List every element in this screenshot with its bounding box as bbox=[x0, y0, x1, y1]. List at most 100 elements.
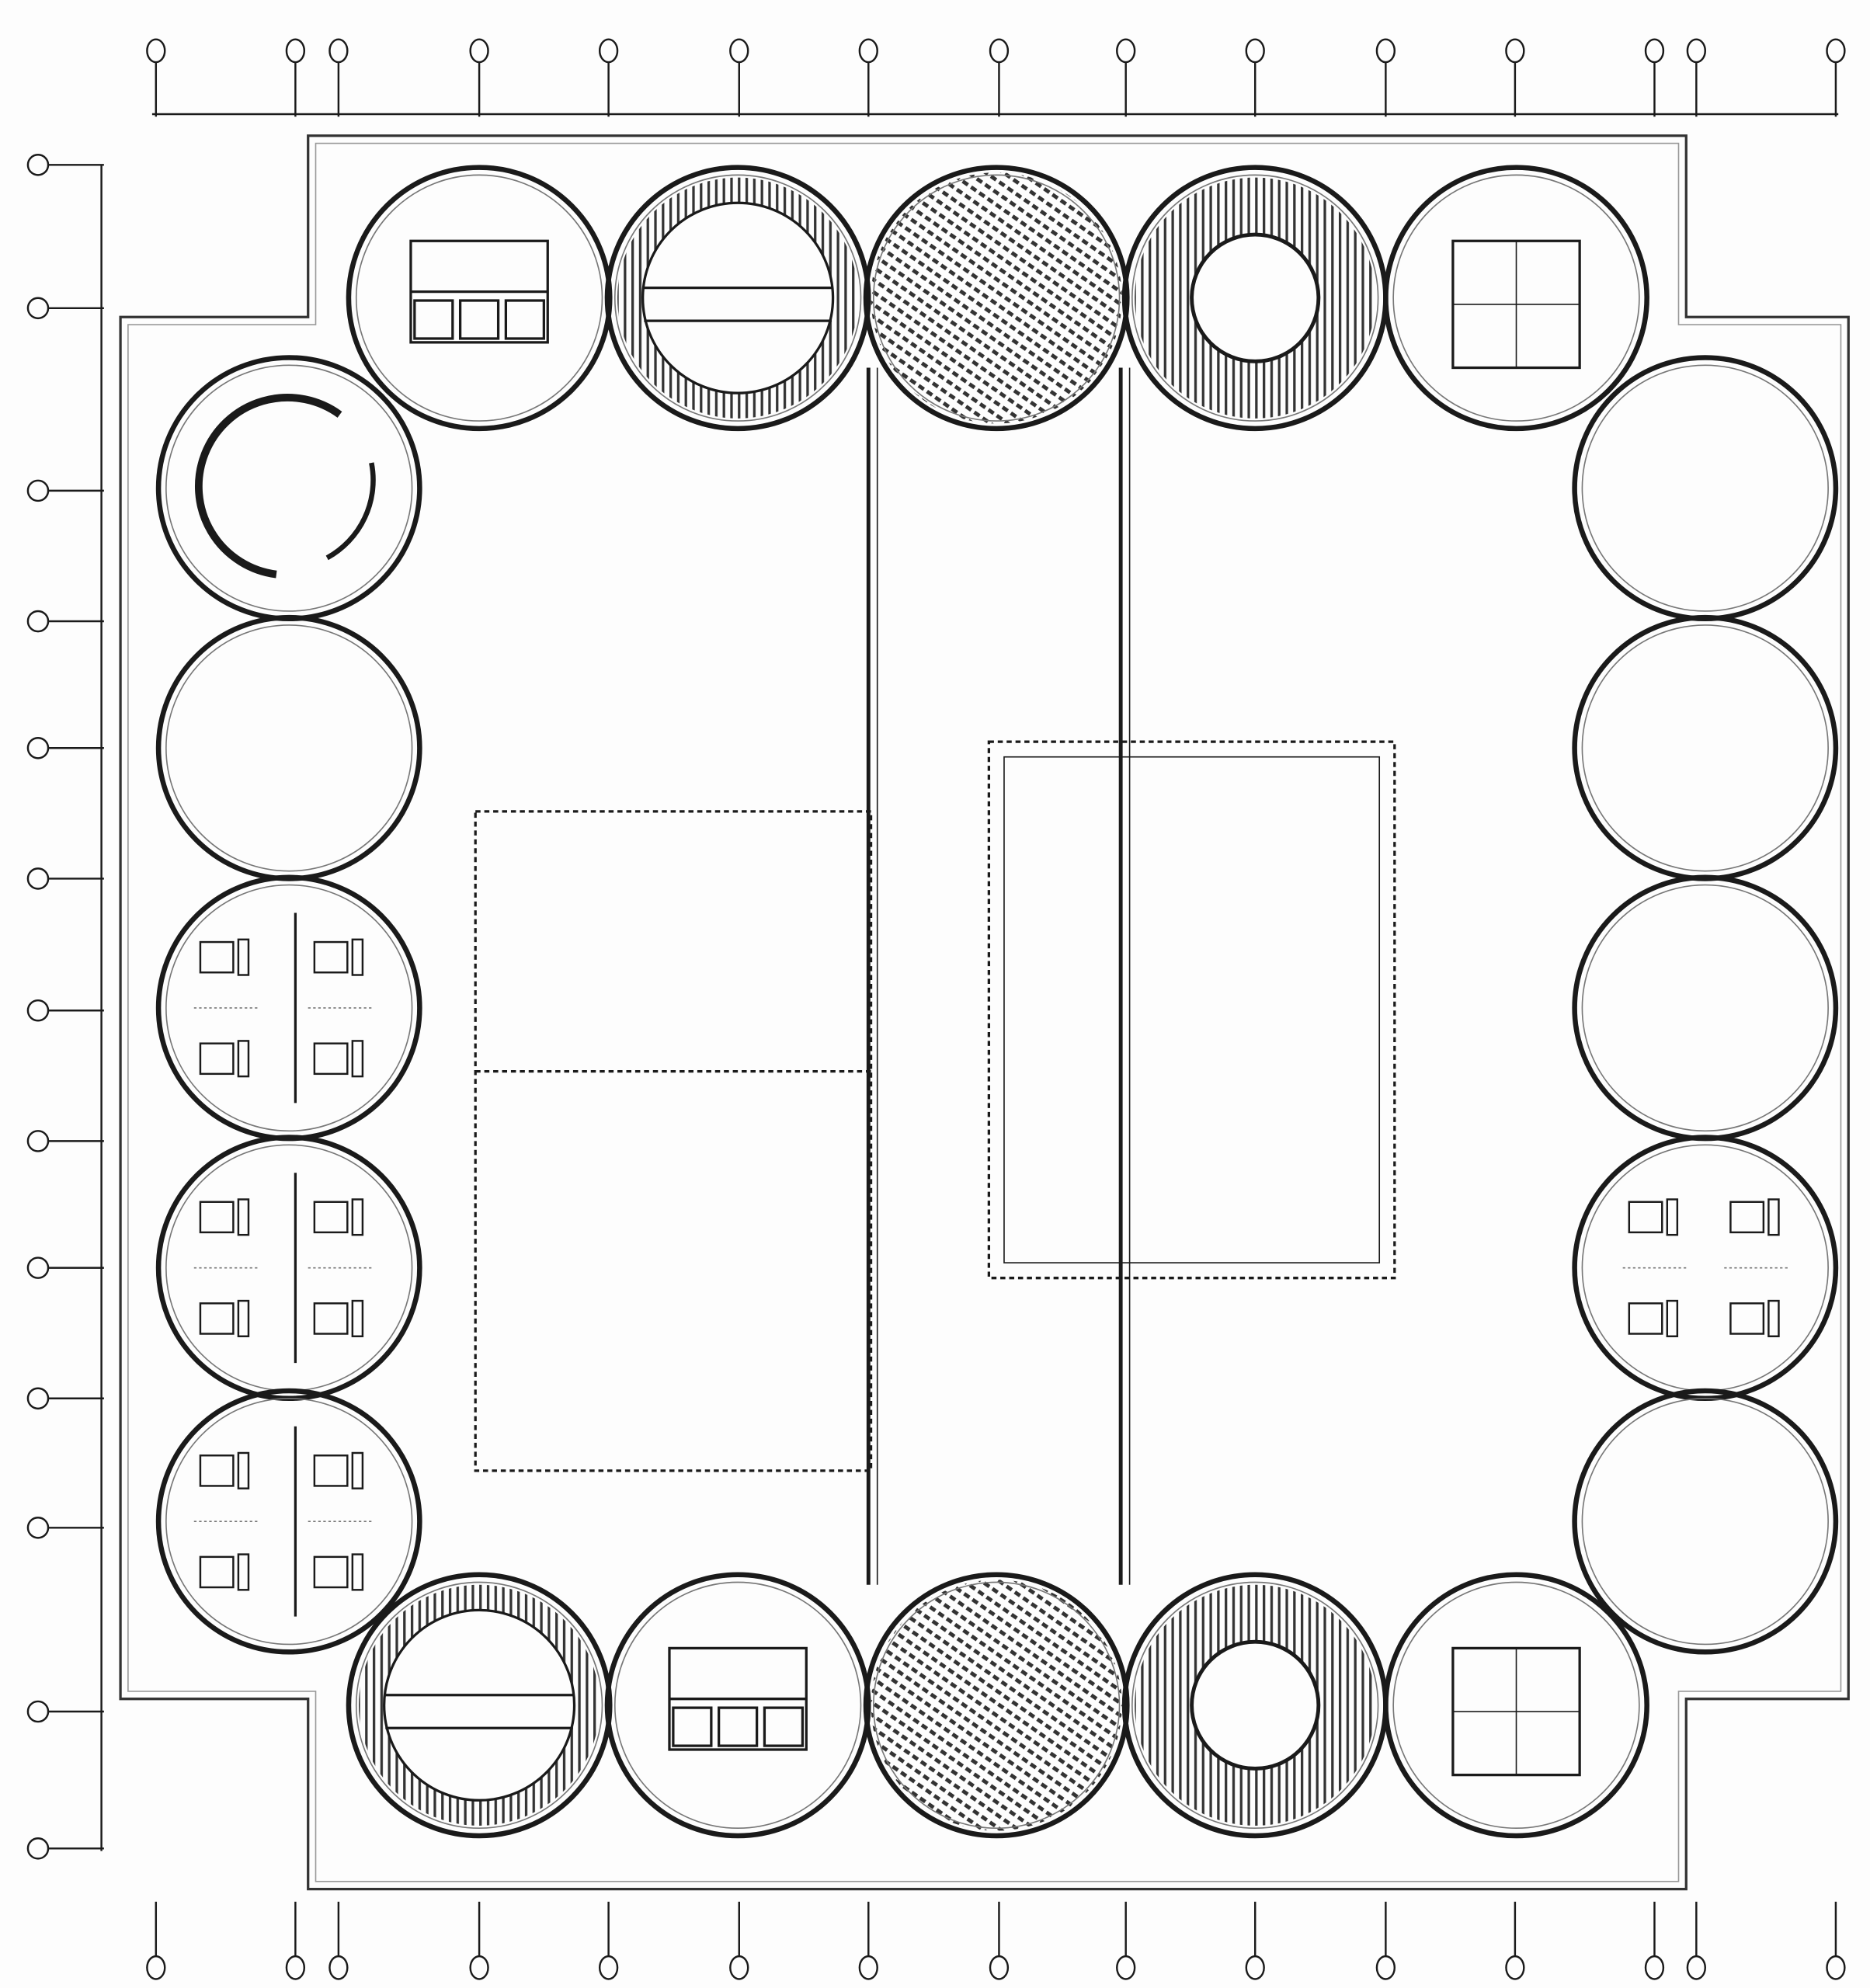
court-left bbox=[474, 810, 873, 1472]
pod-wall-inner bbox=[1392, 174, 1640, 422]
pod-room bbox=[1383, 165, 1649, 432]
grid-bubble-left bbox=[26, 867, 50, 890]
cabinet bbox=[504, 299, 545, 340]
stair-core bbox=[1190, 232, 1321, 363]
chair bbox=[351, 938, 364, 976]
pod-wall-inner bbox=[1581, 1144, 1829, 1392]
pod-wall bbox=[1572, 1388, 1839, 1655]
pod-wall-inner bbox=[355, 1581, 603, 1830]
grid-bubble-left bbox=[26, 610, 50, 633]
chair bbox=[351, 1451, 364, 1489]
pod-wall-inner bbox=[355, 174, 603, 422]
grid-bubble-top bbox=[1686, 38, 1706, 64]
grid-bubble-top bbox=[1644, 38, 1665, 64]
pod-wall-inner bbox=[613, 1581, 862, 1830]
grid-bubble-top bbox=[146, 38, 166, 64]
pod-wall bbox=[1383, 1572, 1649, 1839]
grid-bubble-left bbox=[26, 1256, 50, 1279]
grid-bubble-left bbox=[26, 154, 50, 176]
cabinet bbox=[718, 1706, 759, 1747]
grid-bubble-top bbox=[1375, 38, 1396, 64]
chair bbox=[237, 1299, 250, 1338]
chair bbox=[237, 938, 250, 976]
chair bbox=[237, 1451, 250, 1489]
grid-bubble-bottom bbox=[729, 1955, 749, 1980]
pod-wall bbox=[155, 1388, 422, 1655]
pod-wall bbox=[155, 874, 422, 1142]
table bbox=[313, 1042, 349, 1076]
pod-wall-inner bbox=[613, 174, 862, 422]
table bbox=[199, 1042, 235, 1076]
grid-bubble-bottom bbox=[1826, 1955, 1846, 1980]
grid-bubble-left bbox=[26, 1837, 50, 1860]
pod-wall bbox=[1572, 1135, 1839, 1402]
grid-bubble-left bbox=[26, 1700, 50, 1723]
pod-room bbox=[1383, 1572, 1649, 1839]
pod-hatch bbox=[863, 165, 1130, 432]
pod-plain bbox=[1572, 614, 1839, 881]
grid-bubble-bottom bbox=[1245, 1955, 1265, 1980]
pod-wall bbox=[346, 165, 613, 432]
chair bbox=[351, 1040, 364, 1078]
pod-wall-inner bbox=[1392, 1581, 1640, 1830]
pod-tables bbox=[155, 874, 422, 1142]
grid-bubble-bottom bbox=[1644, 1955, 1665, 1980]
table bbox=[1729, 1201, 1765, 1234]
grid-bubble-top bbox=[285, 38, 306, 64]
grid-bubble-bottom bbox=[1116, 1955, 1136, 1980]
curved-counter bbox=[325, 462, 376, 561]
cabinet bbox=[458, 299, 500, 340]
grid-bubble-top bbox=[1505, 38, 1525, 64]
building-outline-inner bbox=[127, 142, 1842, 1882]
pod-wall-inner bbox=[1581, 1397, 1829, 1646]
cabinet bbox=[672, 1706, 713, 1747]
pod-tables bbox=[1572, 1135, 1839, 1402]
table bbox=[199, 1555, 235, 1589]
table bbox=[313, 940, 349, 974]
grid-bubble-top bbox=[328, 38, 349, 64]
pod-wall bbox=[155, 1135, 422, 1402]
grid-bubble-left bbox=[26, 1387, 50, 1410]
pod-ring bbox=[346, 1572, 613, 1839]
chair bbox=[237, 1553, 250, 1591]
grid-bubble-top bbox=[729, 38, 749, 64]
pod-wall bbox=[1572, 614, 1839, 881]
chair bbox=[237, 1198, 250, 1236]
table bbox=[313, 1302, 349, 1335]
table bbox=[313, 1201, 349, 1234]
grid-bubble-bottom bbox=[146, 1955, 166, 1980]
grid-bubble-left bbox=[26, 479, 50, 502]
pod-wall-inner bbox=[1131, 1581, 1379, 1830]
grid-bubble-bottom bbox=[469, 1955, 489, 1980]
central-hall bbox=[474, 367, 1396, 1585]
chair bbox=[237, 1040, 250, 1078]
cabinet bbox=[413, 299, 454, 340]
pod-arc bbox=[155, 355, 422, 622]
table bbox=[313, 1555, 349, 1589]
chair bbox=[1666, 1198, 1679, 1236]
pod-wall-inner bbox=[165, 1397, 413, 1646]
chair bbox=[351, 1553, 364, 1591]
table bbox=[1628, 1201, 1663, 1234]
pod-stair bbox=[1121, 1572, 1389, 1839]
pod-hatch bbox=[863, 1572, 1130, 1839]
cabinet bbox=[763, 1706, 805, 1747]
chair bbox=[1666, 1299, 1679, 1338]
pod-tables bbox=[155, 1135, 422, 1402]
pod-wall-inner bbox=[873, 174, 1121, 422]
pods bbox=[155, 165, 1839, 1839]
pod-wall bbox=[155, 614, 422, 881]
grid-bubble-left bbox=[26, 297, 50, 320]
pod-plain bbox=[1572, 355, 1839, 622]
grid-bubble-bottom bbox=[858, 1955, 878, 1980]
chair bbox=[1767, 1198, 1780, 1236]
pod-wall-inner bbox=[165, 884, 413, 1132]
hatched-floor bbox=[871, 1580, 1122, 1831]
pod-plain bbox=[155, 614, 422, 881]
arena bbox=[641, 201, 835, 394]
building-outline bbox=[119, 134, 1850, 1891]
arena bbox=[383, 1608, 576, 1802]
grid-bubble-top bbox=[989, 38, 1010, 64]
grid-bubble-top bbox=[1826, 38, 1846, 64]
